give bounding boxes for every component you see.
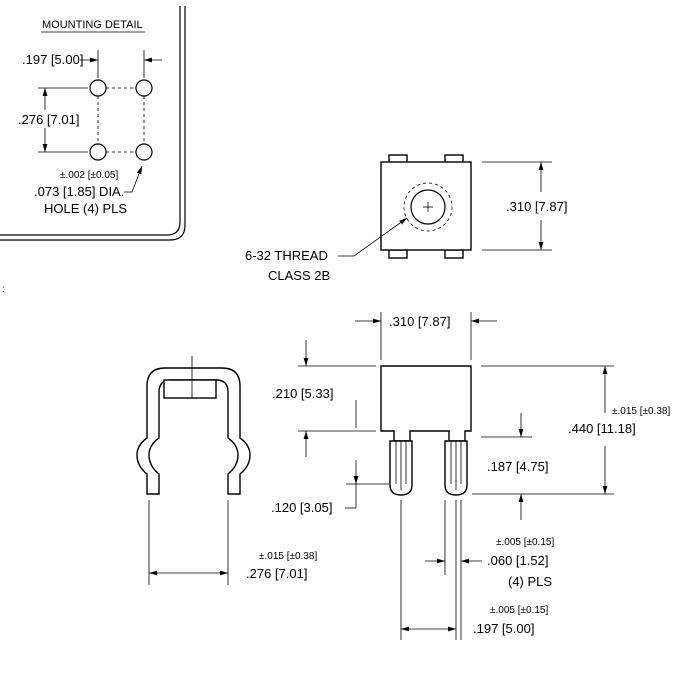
hole-size-label: .073 [1.85] DIA.: [34, 184, 124, 199]
top-view-body: [380, 161, 472, 251]
top-height-label: .310 [7.87]: [506, 199, 567, 214]
mounting-detail-title: MOUNTING DETAIL: [42, 19, 143, 31]
mounting-hole: [89, 143, 107, 161]
panel-border-inner: [0, 6, 186, 241]
pin-length-label: .187 [4.75]: [487, 459, 548, 474]
side-width-label: .276 [7.01]: [246, 566, 307, 581]
thread-class-label: CLASS 2B: [268, 268, 330, 283]
hole-count-label: HOLE (4) PLS: [44, 201, 127, 216]
front-view: .310 [7.87] .210 [5.33] ±.015 [±0.38] .4…: [271, 312, 670, 640]
hole-tolerance-label: ±.002 [±0.05]: [60, 170, 118, 181]
front-width-label: .310 [7.87]: [389, 314, 450, 329]
pin-pitch-label: .197 [5.00]: [473, 621, 534, 636]
side-view: ±.015 [±0.38] .276 [7.01]: [136, 356, 317, 585]
hole-spacing-x-label: .197 [5.00]: [22, 52, 83, 67]
side-view-body: [136, 367, 251, 495]
body-height-label: .210 [5.33]: [272, 386, 333, 401]
overall-height-label: .440 [11.18]: [568, 421, 636, 436]
top-view-tab: [388, 249, 408, 259]
leader-line: [338, 217, 408, 257]
panel-border: [0, 6, 181, 236]
side-view-insert: [163, 379, 217, 399]
hole-spacing-y-label: .276 [7.01]: [18, 112, 79, 127]
side-width-tolerance: ±.015 [±0.38]: [259, 551, 317, 562]
leader-line: [124, 165, 143, 193]
pin-offset-label: .120 [3.05]: [271, 500, 332, 515]
mounting-hole: [89, 79, 107, 97]
pin-tolerance-label: ±.005 [±0.15]: [496, 537, 554, 548]
mounting-hole: [135, 79, 153, 97]
stray-mark: :: [2, 284, 5, 295]
top-view-tab: [444, 249, 464, 259]
pitch-tolerance-label: ±.005 [±0.15]: [490, 605, 548, 616]
pin-width-label: .060 [1.52]: [487, 553, 548, 568]
mounting-detail-panel: MOUNTING DETAIL .197 [5.00] .276 [7.01] …: [0, 6, 186, 241]
thread-hole: [410, 189, 446, 225]
pin-count-label: (4) PLS: [508, 574, 552, 589]
mounting-hole: [135, 143, 153, 161]
front-view-body: [380, 365, 472, 442]
thread-hole-outer: [403, 182, 453, 232]
overall-tolerance-label: ±.015 [±0.38]: [612, 406, 670, 417]
top-view: .310 [7.87] 6-32 THREAD CLASS 2B: [245, 154, 567, 283]
thread-label: 6-32 THREAD: [245, 248, 328, 263]
